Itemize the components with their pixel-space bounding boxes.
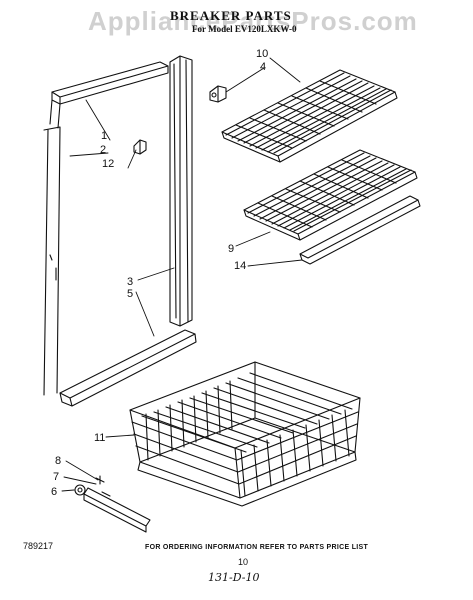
door-panel (44, 127, 60, 395)
top-breaker-strip (52, 62, 168, 104)
left-breaker-strip (50, 100, 60, 128)
lower-wire-shelf (244, 150, 417, 240)
callout-8: 8 (55, 455, 61, 467)
callout-6: 6 (51, 486, 57, 498)
page-number: 10 (238, 557, 249, 567)
basket-hardware (75, 476, 150, 532)
watermark: AppliancePartsPros.com (88, 6, 418, 36)
callout-12: 12 (102, 158, 114, 170)
callout-14: 14 (234, 260, 246, 272)
shelf-trim-strip (300, 196, 420, 264)
wire-basket (130, 362, 360, 506)
callout-10: 10 (256, 48, 268, 60)
right-vertical-strip (170, 56, 192, 326)
diagram-part-number: 789217 (23, 541, 54, 551)
callout-11: 11 (94, 432, 105, 444)
bottom-breaker-strip (60, 330, 196, 406)
callout-1: 1 (101, 130, 107, 142)
callout-9: 9 (228, 243, 234, 255)
callout-7: 7 (53, 471, 59, 483)
callout-5: 5 (127, 288, 133, 300)
page-title: BREAKER PARTS (170, 8, 292, 23)
ordering-note: FOR ORDERING INFORMATION REFER TO PARTS … (145, 544, 369, 551)
upper-wire-shelf (222, 70, 397, 162)
model-subtitle: For Model EV120LXKW-0 (192, 24, 297, 34)
clip-part-4 (210, 86, 226, 102)
leader-lines (62, 58, 302, 491)
handwritten-reference: 131-D-10 (208, 571, 260, 584)
callout-4: 4 (260, 61, 266, 73)
callout-3: 3 (127, 276, 133, 288)
callout-2: 2 (100, 144, 106, 156)
clip-part-12 (134, 140, 146, 154)
